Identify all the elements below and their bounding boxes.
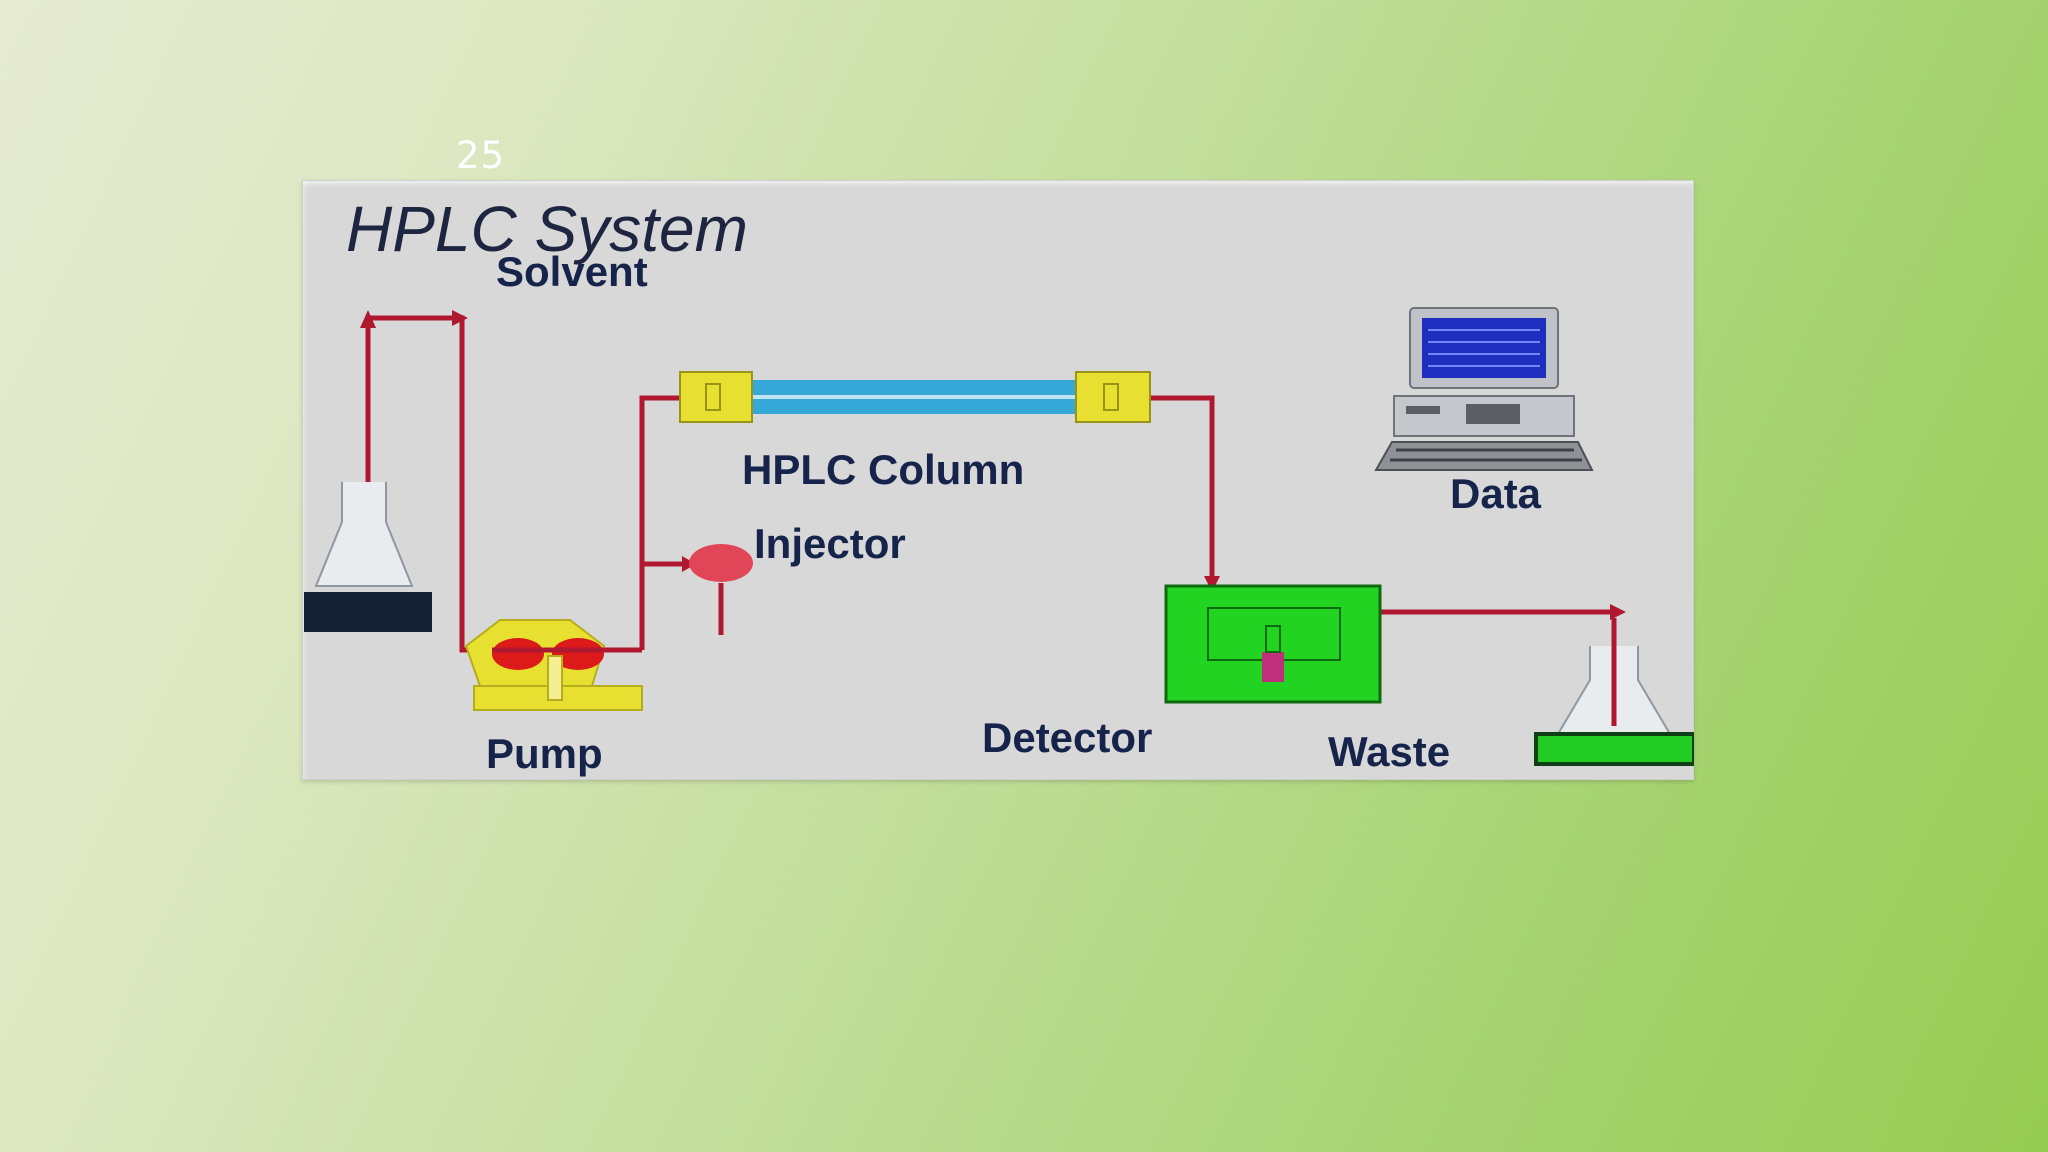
data-label: Data xyxy=(1450,470,1542,517)
monitor-screen xyxy=(1422,318,1546,378)
arrow-into-detector xyxy=(1204,576,1220,592)
arrow-right-top xyxy=(452,310,468,326)
arrow-detector-out xyxy=(1610,604,1626,620)
computer-case xyxy=(1393,395,1575,437)
detector xyxy=(1164,584,1382,704)
reservoir-base xyxy=(304,592,432,632)
arrow-injector xyxy=(682,556,696,572)
hplc-diagram-graphic xyxy=(304,307,1694,766)
detector-label: Detector xyxy=(982,714,1153,761)
pump-head-right xyxy=(552,638,604,670)
arrow-up xyxy=(360,310,376,328)
pump-head-left xyxy=(492,638,544,670)
injector-label: Injector xyxy=(754,520,906,567)
hplc-diagram: HPLC System Solvent HPLC Column Injector… xyxy=(302,180,1694,780)
slide-number: 25 xyxy=(456,134,506,177)
hplc-column xyxy=(679,371,1151,423)
injector-valve xyxy=(689,544,753,582)
solvent-label: Solvent xyxy=(496,248,648,295)
waste-container xyxy=(1534,618,1694,766)
detector-cell xyxy=(1262,652,1284,682)
detector-body xyxy=(1164,584,1382,704)
column-inlet-fitting xyxy=(679,371,753,423)
keyboard xyxy=(1374,441,1594,471)
waste-label: Waste xyxy=(1328,728,1451,775)
solvent-reservoir xyxy=(304,482,432,632)
waste-base xyxy=(1534,732,1694,766)
pump-label: Pump xyxy=(486,730,603,777)
column-outlet-fitting xyxy=(1075,371,1151,423)
reservoir-flask xyxy=(314,482,414,587)
column-to-detector-line xyxy=(1150,395,1215,584)
column-label: HPLC Column xyxy=(742,446,1025,493)
pump xyxy=(464,619,643,711)
diagram-title: HPLC System xyxy=(346,193,748,265)
pump-to-column-line xyxy=(639,395,680,650)
computer-icon xyxy=(1374,307,1594,471)
